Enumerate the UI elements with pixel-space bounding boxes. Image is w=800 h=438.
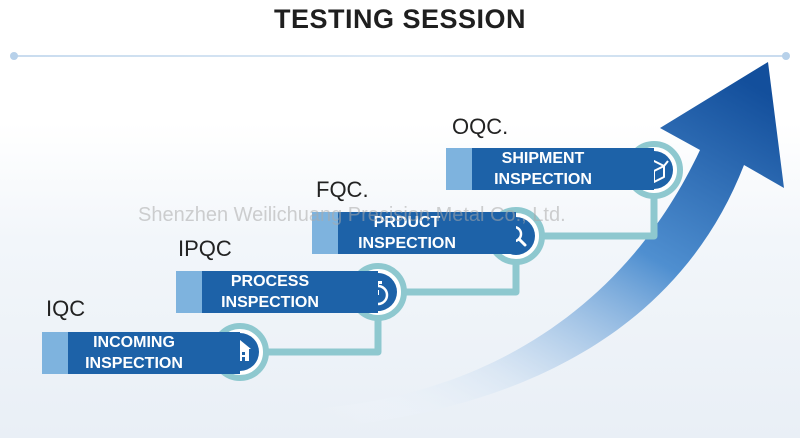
step-bar-1-tab xyxy=(42,332,68,374)
page-title: TESTING SESSION xyxy=(273,4,527,34)
step-bar-4-label: SHIPMENT INSPECTION xyxy=(472,148,614,190)
growth-arrow xyxy=(300,62,784,430)
step-bar-3-body xyxy=(338,212,516,254)
title-divider xyxy=(12,55,788,57)
step-bar-3-label: PRDUCT INSPECTION xyxy=(338,212,476,254)
step-bar-3-tab xyxy=(312,212,338,254)
watermark-text: Shenzhen Weilichuang Precision Metal Co.… xyxy=(138,204,566,226)
step-bar-1: INCOMING INSPECTION xyxy=(42,332,240,374)
step-bar-4-tab xyxy=(446,148,472,190)
step-bar-4: SHIPMENT INSPECTION xyxy=(446,148,654,190)
step-level-3: FQC. xyxy=(316,177,369,202)
step-2-line1: PROCESS xyxy=(230,273,310,290)
step-2-line2: INSPECTION xyxy=(221,294,319,311)
step-3-line2: INSPECTION xyxy=(358,235,456,252)
step-3-line1: PRDUCT xyxy=(373,214,441,231)
step-bar-2: PROCESS INSPECTION xyxy=(176,271,378,313)
step-bar-2-label: PROCESS INSPECTION xyxy=(202,271,338,313)
step-4-line1: SHIPMENT xyxy=(501,150,585,167)
step-level-2: IPQC xyxy=(178,236,232,261)
step-bar-1-label: INCOMING INSPECTION xyxy=(68,332,200,374)
step-bar-2-tab xyxy=(176,271,202,313)
step-bar-2-body xyxy=(202,271,378,313)
divider-dot-right xyxy=(782,52,790,60)
step-bar-4-body xyxy=(472,148,654,190)
step-bar-3: PRDUCT INSPECTION xyxy=(312,212,516,254)
step-level-1: IQC xyxy=(46,296,86,321)
step-level-4: OQC. xyxy=(452,114,509,139)
divider-dot-left xyxy=(10,52,18,60)
step-1-line1: INCOMING xyxy=(93,334,175,351)
step-1-line2: INSPECTION xyxy=(85,355,183,372)
step-4-line2: INSPECTION xyxy=(494,171,592,188)
step-bar-1-body xyxy=(68,332,240,374)
